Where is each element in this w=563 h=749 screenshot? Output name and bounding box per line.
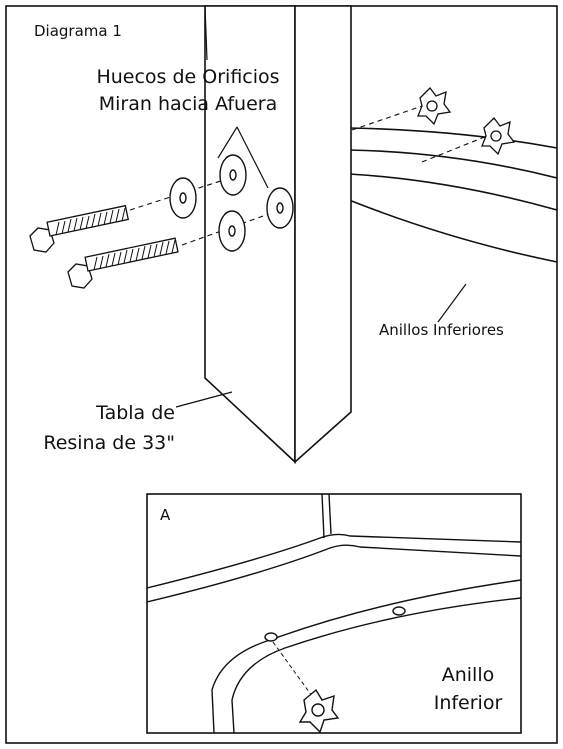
alignment-lines bbox=[129, 103, 493, 246]
inset-frame bbox=[146, 493, 522, 734]
rings-leader bbox=[437, 283, 467, 323]
lower-rings bbox=[348, 127, 558, 263]
washers bbox=[169, 154, 294, 252]
inset-tag: A bbox=[160, 506, 171, 524]
holes-label-line2: Miran hacia Afuera bbox=[98, 93, 278, 115]
diagram-title: Diagrama 1 bbox=[34, 22, 122, 40]
board-leader bbox=[175, 391, 233, 408]
resin-board bbox=[204, 5, 352, 464]
bolt-upper bbox=[29, 204, 130, 253]
t-nuts bbox=[417, 87, 516, 156]
inset-drawing bbox=[147, 494, 521, 733]
holes-label-line1: Huecos de Orificios bbox=[96, 66, 280, 88]
board-label-line1: Tabla de bbox=[96, 402, 175, 424]
inset-label-line2: Inferior bbox=[433, 692, 503, 714]
holes-leader bbox=[217, 126, 269, 189]
inset-label-line1: Anillo bbox=[441, 664, 495, 686]
board-label-line2: Resina de 33" bbox=[43, 432, 175, 454]
bolt-lower bbox=[67, 237, 179, 289]
lower-rings-label: Anillos Inferiores bbox=[379, 321, 504, 339]
board-edge-top bbox=[204, 5, 208, 61]
